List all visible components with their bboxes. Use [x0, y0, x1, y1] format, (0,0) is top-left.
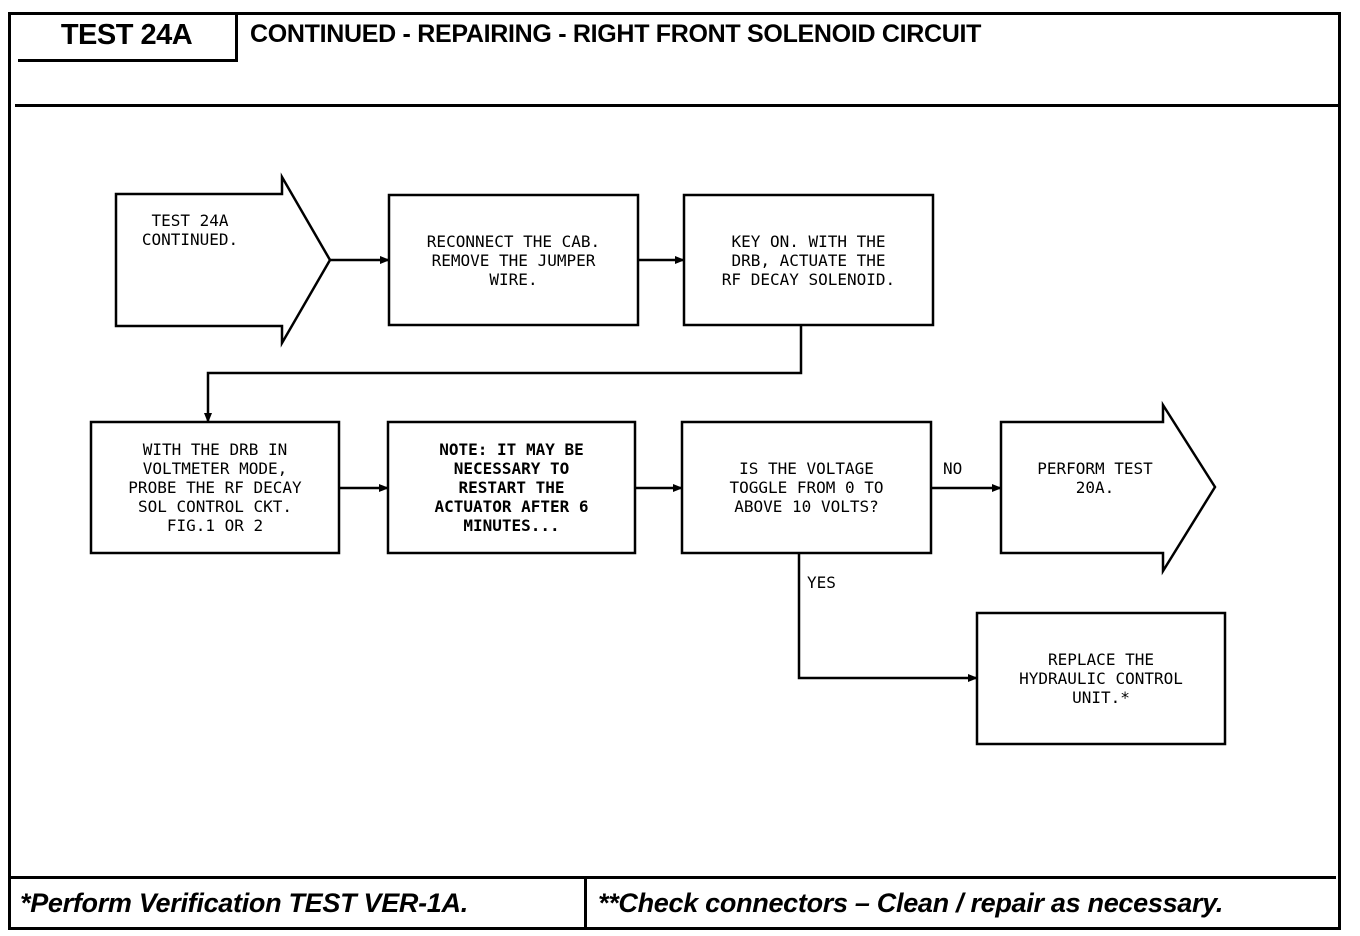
connector-key-on-to-probe: [204, 325, 803, 423]
footer-separator: [584, 876, 587, 928]
header-divider: [15, 104, 1341, 107]
test-label: TEST 24A: [18, 12, 238, 62]
replace-box: [975, 611, 1227, 746]
connector-question-yes: [797, 553, 978, 682]
start-arrow-shape: [114, 172, 332, 348]
footer-divider: [8, 876, 1336, 879]
key-on-box: [682, 193, 935, 327]
perform-arrow-shape: [999, 400, 1217, 576]
probe-box: [89, 420, 341, 555]
page-title: CONTINUED - REPAIRING - RIGHT FRONT SOLE…: [250, 20, 982, 48]
page-frame: [8, 12, 1341, 930]
footnote-connectors: **Check connectors – Clean / repair as n…: [598, 888, 1224, 918]
footnote-verification: *Perform Verification TEST VER-1A.: [20, 888, 468, 918]
yes-branch-label: YES: [807, 573, 836, 592]
replace-step-text: REPLACE THE HYDRAULIC CONTROL UNIT.*: [1019, 650, 1183, 707]
start-step-text: TEST 24A CONTINUED.: [141, 211, 239, 249]
no-branch-label: NO: [943, 459, 963, 478]
key-on-step-text: KEY ON. WITH THE DRB, ACTUATE THE RF DEC…: [721, 232, 896, 289]
reconnect-step-text: RECONNECT THE CAB. REMOVE THE JUMPER WIR…: [426, 232, 601, 289]
probe-step-text: WITH THE DRB IN VOLTMETER MODE, PROBE TH…: [128, 440, 302, 535]
question-step-text: IS THE VOLTAGE TOGGLE FROM 0 TO ABOVE 10…: [729, 459, 884, 516]
perform-step-text: PERFORM TEST 20A.: [1037, 459, 1153, 497]
note-step-text: NOTE: IT MAY BE NECESSARY TO RESTART THE…: [434, 440, 589, 535]
reconnect-box: [387, 193, 640, 327]
